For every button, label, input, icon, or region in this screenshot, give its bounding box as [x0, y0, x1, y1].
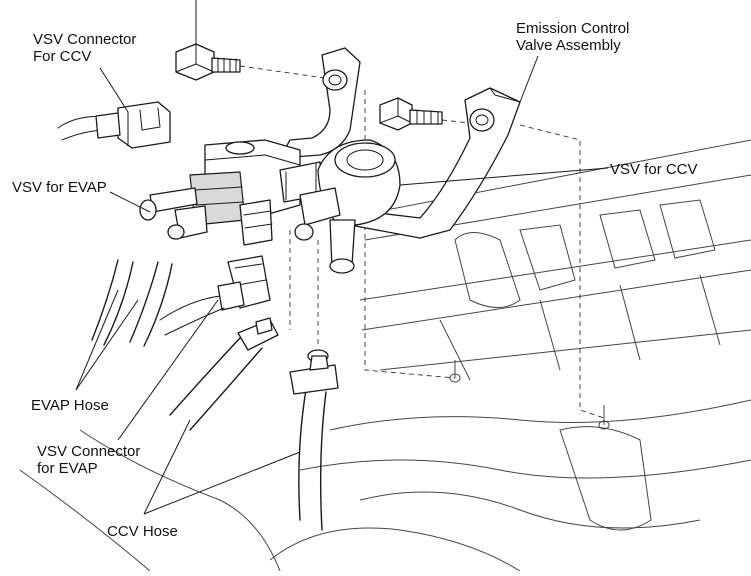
label-ccv-hose: CCV Hose — [107, 523, 178, 540]
label-evap-hose: EVAP Hose — [31, 397, 109, 414]
evap-hoses — [91, 259, 173, 347]
label-vsv-connector-evap-2: for EVAP — [37, 460, 98, 477]
vsv-ccv — [294, 139, 401, 274]
ccv-hoses — [169, 317, 339, 531]
bolt-top — [175, 0, 241, 81]
label-emission-control-2: Valve Assembly — [516, 37, 621, 54]
label-vsv-connector-evap-1: VSV Connector — [37, 443, 141, 460]
valve-bracket — [279, 47, 521, 239]
label-vsv-for-evap: VSV for EVAP — [12, 179, 107, 196]
bolt-right — [379, 97, 443, 131]
vsv-evap — [139, 139, 323, 246]
leader-lines — [75, 55, 609, 515]
vsv-connector-evap — [159, 255, 271, 336]
label-vsv-connector-ccv-1: VSV Connector — [33, 31, 137, 48]
label-emission-control-1: Emission Control — [516, 20, 630, 37]
engine-background — [19, 139, 751, 572]
vsv-connector-ccv — [57, 101, 171, 149]
label-vsv-connector-ccv-2: For CCV — [33, 48, 92, 65]
label-vsv-for-ccv: VSV for CCV — [610, 161, 698, 178]
